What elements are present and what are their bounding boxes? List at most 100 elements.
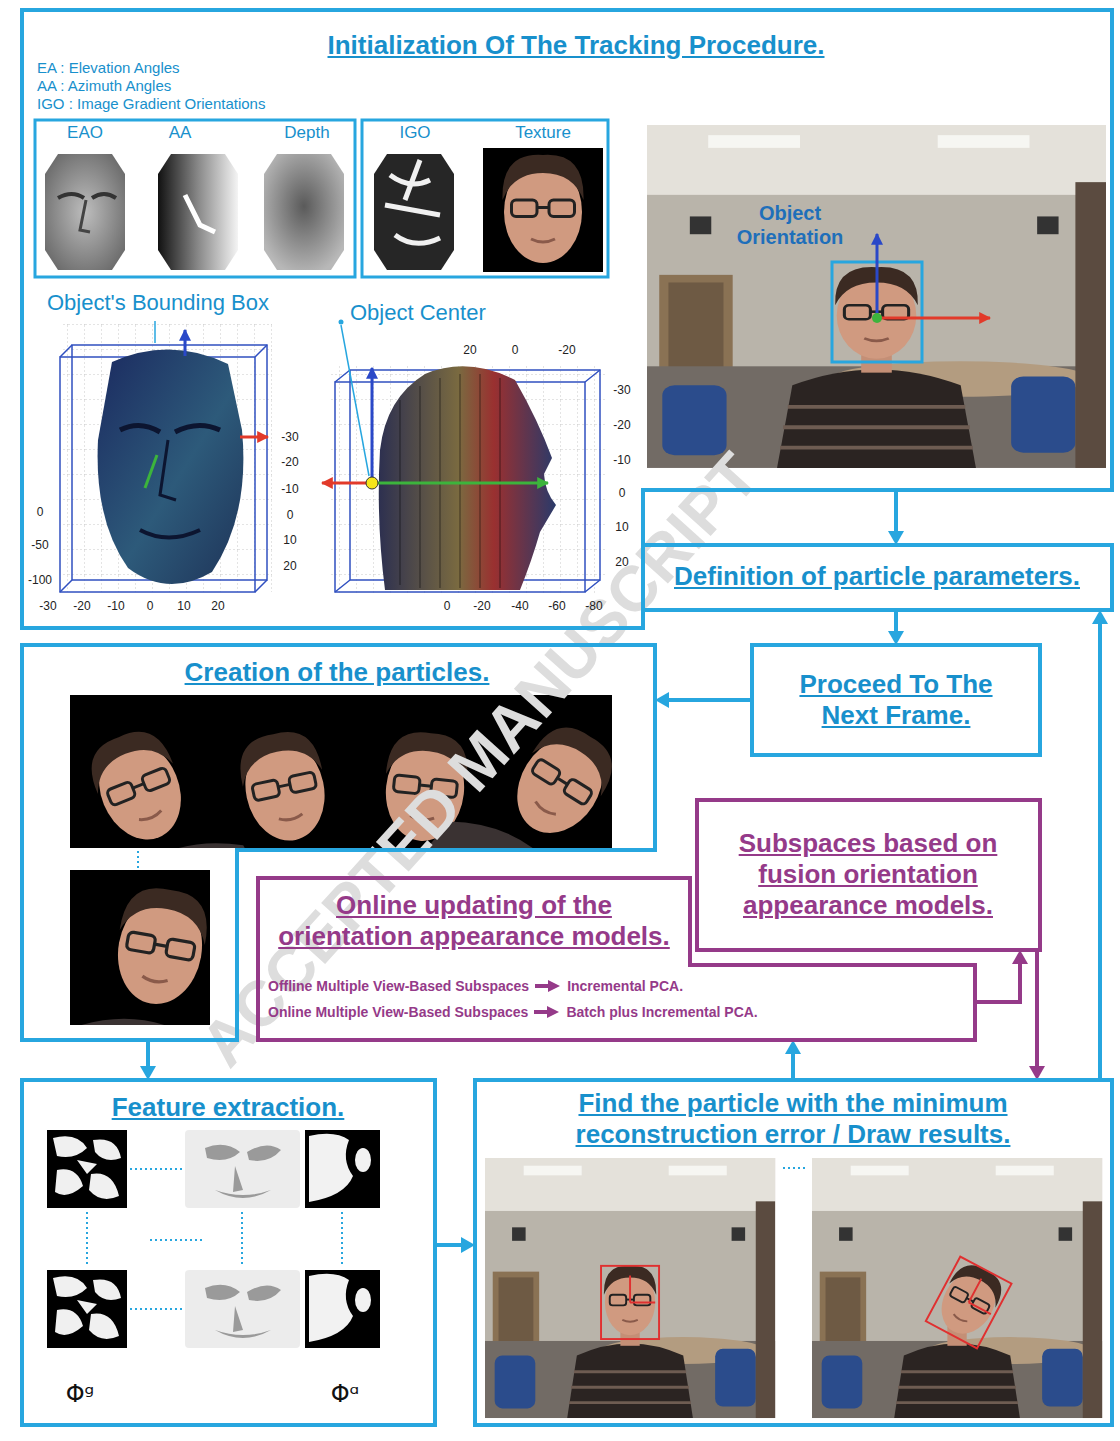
abbreviation-note: EA : Elevation Angles: [37, 59, 180, 77]
result-photos: [812, 1158, 1102, 1418]
orientation-maps: [45, 148, 603, 272]
mesh-plot: [330, 365, 605, 595]
result-photos: [894, 1327, 1020, 1418]
orientation-maps: [385, 160, 440, 243]
mesh-plot: [400, 374, 500, 588]
particle-images: [192, 717, 396, 848]
result-photos: [485, 1158, 1102, 1418]
camera-photo: [877, 317, 990, 320]
abbreviation-note: AA : Azimuth Angles: [37, 77, 171, 95]
camera-photo: [876, 234, 879, 316]
feature-maps: [87, 1169, 342, 1309]
particle-images: [499, 715, 612, 848]
inline-arrow: [534, 1005, 560, 1019]
axis-tick: -60: [548, 599, 565, 613]
box-title: Creation of the particles.: [77, 657, 597, 688]
axis-tick: -20: [613, 418, 630, 432]
orientation-maps: [45, 154, 125, 270]
flow-arrow: [894, 492, 898, 531]
axis-tick: -20: [281, 455, 298, 469]
feature-maps: [47, 1130, 127, 1208]
feature-maps: [47, 1270, 127, 1348]
model-note: Offline Multiple View-Based Subspaces: [268, 978, 529, 995]
text-row: Offline Multiple View-Based Subspaces Inc…: [268, 978, 683, 995]
feature-maps: [305, 1270, 380, 1348]
inline-arrow: [535, 984, 550, 988]
mesh-plot: [335, 370, 600, 592]
axis-tick: -20: [473, 599, 490, 613]
result-photos: [485, 1158, 775, 1418]
abbreviation-note: IGO : Image Gradient Orientations: [37, 95, 265, 113]
mesh-plot: [72, 345, 267, 580]
box-border: [752, 645, 1040, 755]
image-caption: Depth: [265, 123, 349, 143]
axis-tick: 20: [463, 343, 476, 357]
orientation-maps: [264, 154, 344, 270]
axis-tick: -100: [28, 573, 52, 587]
mesh-plot: [98, 349, 244, 584]
image-panel: EAO AA Depth: [35, 120, 355, 277]
axis-tick: -50: [31, 538, 48, 552]
result-photos: [926, 1257, 1012, 1349]
flow-arrow: [435, 1243, 461, 1247]
camera-photo: [647, 125, 1106, 468]
flow-arrow: [975, 964, 1020, 1002]
inline-arrow: [534, 1010, 549, 1014]
image-caption: Texture: [493, 123, 593, 143]
feature-maps: [47, 1130, 380, 1348]
result-photos: [601, 1266, 659, 1339]
axis-tick: 10: [283, 533, 296, 547]
orientation-maps: [80, 200, 90, 232]
box-outline: [22, 1080, 435, 1425]
particle-images: [411, 695, 612, 848]
mesh-plot: [140, 530, 200, 538]
result-photos: [926, 1256, 1012, 1348]
axis-tick: -80: [585, 599, 602, 613]
mesh-plot: [379, 366, 556, 590]
particle-images: [327, 725, 513, 848]
axis-tick: 0: [512, 343, 519, 357]
orientation-maps: [502, 155, 583, 263]
mesh-plot: [154, 321, 156, 343]
axis-tick: 20: [615, 555, 628, 569]
flow-arrow: [146, 1040, 150, 1066]
box-border: [22, 645, 655, 1040]
mesh-plot: [335, 370, 600, 592]
image-caption: AA: [138, 123, 222, 143]
image-caption: EAO: [43, 123, 127, 143]
mesh-plot: [60, 345, 267, 592]
model-note: Batch plus Incremental PCA.: [566, 1004, 757, 1021]
mesh-plot: [145, 455, 157, 488]
particle-images: [70, 695, 612, 848]
box-title: Initialization Of The Tracking Procedure…: [296, 30, 856, 61]
box-title: Find the particle with the minimum recon…: [558, 1088, 1028, 1150]
orientation-maps: [374, 154, 454, 270]
feature-maps: [305, 1130, 380, 1208]
axis-tick: -40: [511, 599, 528, 613]
image-caption: IGO: [373, 123, 457, 143]
flow-arrow: [791, 1054, 795, 1080]
result-photos: [812, 1158, 1102, 1418]
mesh-plot: [120, 425, 220, 432]
photo-annotation: Object Orientation: [730, 201, 850, 249]
particle-images: [411, 799, 595, 848]
particle-images: [70, 870, 210, 1025]
particle-images: [218, 839, 397, 848]
mesh-plot: [371, 368, 374, 483]
particle-images: [233, 726, 335, 848]
axis-tick: 10: [615, 520, 628, 534]
flow-arrow: [1035, 950, 1039, 1066]
result-photos: [783, 1167, 808, 1169]
result-photos: [930, 1258, 1009, 1344]
flow-arrow: [669, 698, 752, 702]
box-border: [475, 1080, 1112, 1425]
text-row: Online Multiple View-Based SubspacesBatc…: [268, 1004, 758, 1021]
orientation-maps: [483, 148, 603, 272]
inline-arrow: [535, 979, 561, 993]
process-box: Definition of particle parameters.: [643, 545, 1112, 610]
camera-photo: [835, 267, 918, 359]
model-note: Incremental PCA.: [567, 978, 683, 995]
box-title: Proceed To The Next Frame.: [781, 669, 1011, 731]
axis-tick: -10: [613, 453, 630, 467]
